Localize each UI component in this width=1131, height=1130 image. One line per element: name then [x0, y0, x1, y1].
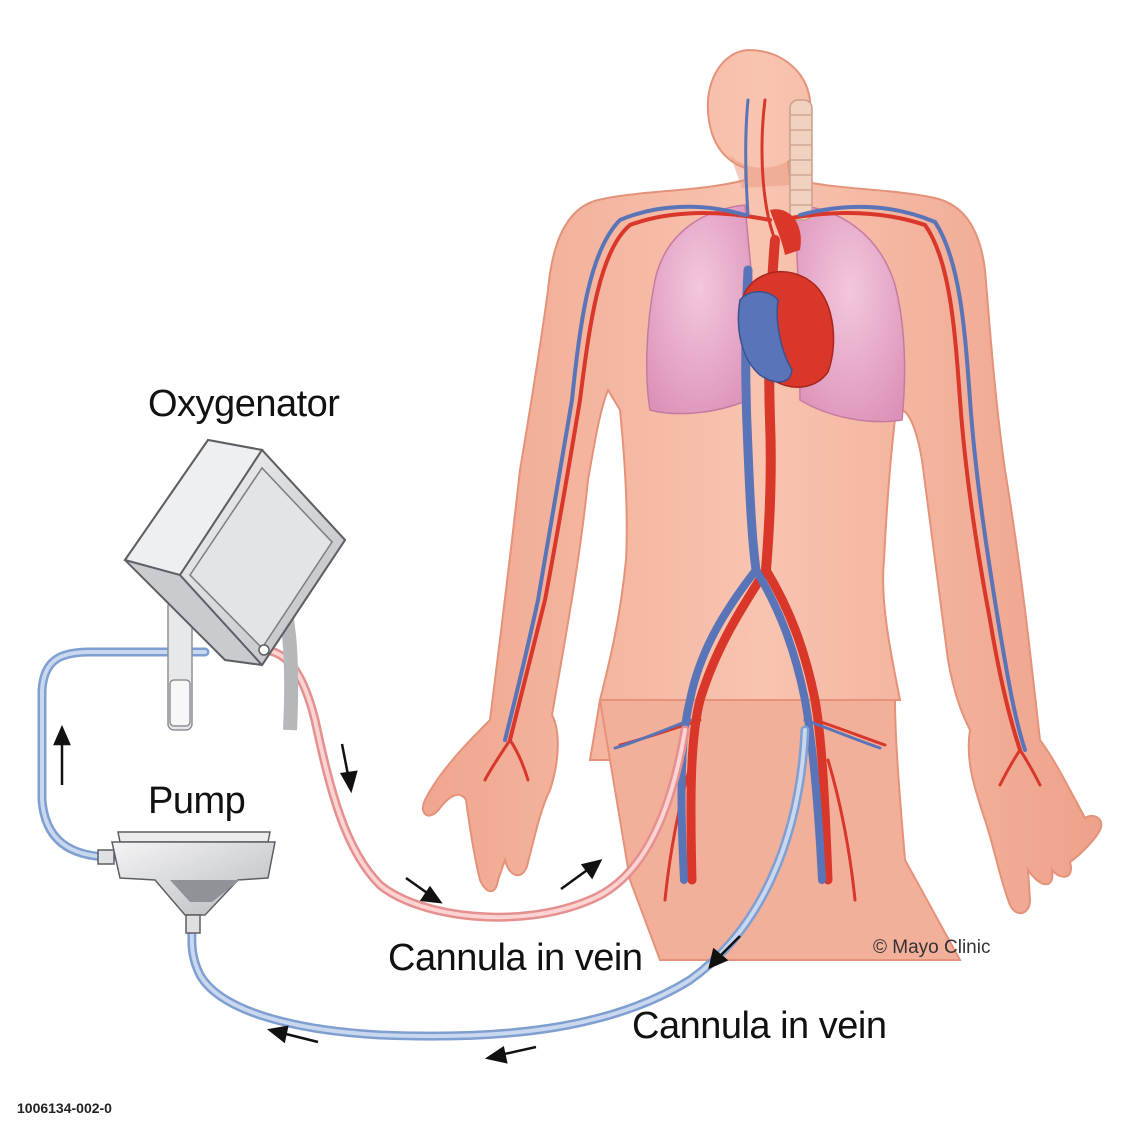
tube-drainage	[37, 647, 810, 1041]
trachea	[789, 99, 813, 221]
arrow-icon	[560, 859, 603, 891]
flow-arrows	[53, 724, 741, 1064]
human-body	[421, 48, 1103, 961]
heart	[737, 209, 835, 388]
pump-device	[97, 831, 276, 934]
left-lung	[645, 204, 753, 415]
oxygenator-device	[123, 438, 347, 731]
pump-label: Pump	[148, 780, 246, 822]
tube-return	[257, 645, 690, 922]
arrow-icon	[405, 876, 443, 904]
oxygenator-label: Oxygenator	[148, 383, 340, 425]
cannula-upper-label: Cannula in vein	[388, 937, 643, 979]
arrow-icon	[53, 724, 71, 785]
arrow-icon	[708, 935, 741, 970]
copyright-notice: © Mayo Clinic	[873, 937, 991, 958]
torso-silhouette	[421, 48, 1103, 915]
cannula-lower-label: Cannula in vein	[632, 1005, 887, 1047]
figure-id: 1006134-002-0	[17, 1100, 112, 1116]
arrow-icon	[267, 1025, 319, 1044]
arrow-icon	[484, 1045, 537, 1064]
arrow-icon	[340, 743, 358, 794]
